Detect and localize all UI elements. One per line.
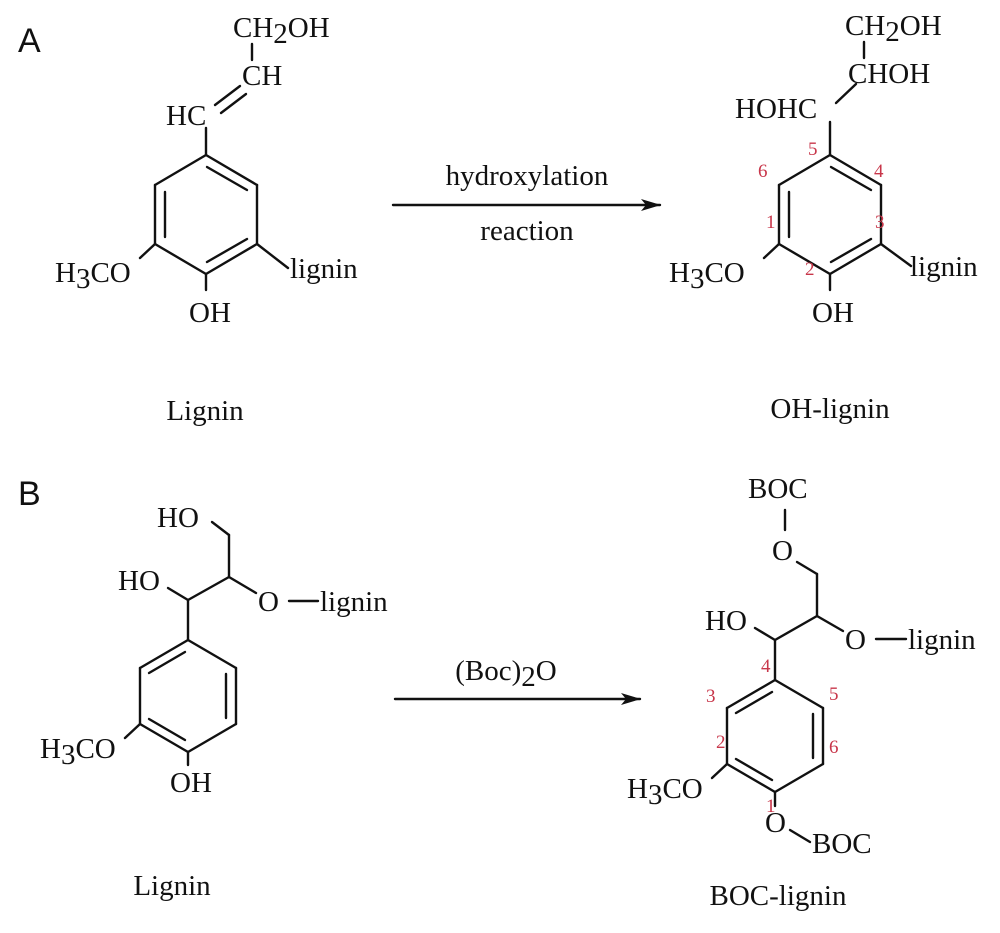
reactant-a-hc-label: HC	[166, 100, 206, 132]
product-b-position-2: 2	[716, 732, 726, 753]
reaction-b-arrow: (Boc)2O	[393, 655, 642, 705]
reactant-a-lignin-label: lignin	[290, 253, 358, 285]
reactant-a-structure: CH2OH CH HC H3CO OH lignin	[55, 12, 358, 329]
product-b-position-5: 5	[829, 684, 839, 705]
reactant-b-structure: HO HO O lignin H3CO OH	[40, 502, 388, 799]
product-a-hohc-label: HOHC	[735, 93, 817, 125]
product-b-ring	[725, 678, 825, 794]
product-a-position-3: 3	[875, 212, 885, 233]
product-a-choh-label: CHOH	[848, 58, 930, 90]
reactant-a-methoxy-label: H3CO	[55, 257, 131, 295]
reactant-b-name: Lignin	[133, 870, 211, 902]
product-b-lignin-label: lignin	[908, 624, 976, 656]
reaction-a-arrow-label-top: hydroxylation	[446, 160, 609, 192]
product-a-ring	[777, 153, 883, 276]
product-b-name: BOC-lignin	[710, 880, 847, 912]
product-b-o-bottom-label: O	[765, 807, 786, 839]
product-a-position-5: 5	[808, 139, 818, 160]
product-a-side-chain-bonds	[762, 40, 913, 292]
product-b-side-chain-bonds	[710, 508, 908, 844]
reactant-b-lignin-label: lignin	[320, 586, 388, 618]
product-a-position-1: 1	[766, 212, 776, 233]
product-a-lignin-label: lignin	[910, 251, 978, 283]
product-b-methoxy-label: H3CO	[627, 773, 703, 811]
product-a-position-2: 2	[805, 259, 815, 280]
product-b-ho-label: HO	[705, 605, 747, 637]
reactant-a-ch2oh-label: CH2OH	[233, 12, 330, 50]
reactant-b-oh-label: OH	[170, 767, 212, 799]
product-a-methoxy-label: H3CO	[669, 257, 745, 295]
panel-label-b: B	[18, 475, 41, 513]
product-a-name: OH-lignin	[770, 393, 890, 425]
product-b-position-1: 1	[766, 796, 776, 817]
reactant-a-ring	[153, 153, 259, 276]
product-b-o-label: O	[845, 624, 866, 656]
reaction-a-arrow-label-bottom: reaction	[480, 215, 574, 247]
reaction-b-arrow-label: (Boc)2O	[455, 655, 556, 693]
product-b-position-3: 3	[706, 686, 716, 707]
reactant-b-ho-top-label: HO	[157, 502, 199, 534]
reactant-b-o-label: O	[258, 586, 279, 618]
product-b-position-4: 4	[761, 656, 771, 677]
reactant-a-oh-label: OH	[189, 297, 231, 329]
product-b-structure: BOC O HO O lignin H3CO O BOC 1 2 3 4 5 6	[627, 473, 976, 860]
product-b-boc-bottom-label: BOC	[812, 828, 872, 860]
reactant-b-side-chain-bonds	[123, 520, 320, 767]
reactant-a-side-chain-bonds	[138, 42, 290, 292]
product-a-structure: CH2OH CHOH HOHC H3CO OH lignin 1 2 3 4 5…	[669, 10, 978, 329]
product-a-ch2oh-label: CH2OH	[845, 10, 942, 48]
reactant-b-ho-mid-label: HO	[118, 565, 160, 597]
product-a-position-4: 4	[874, 161, 884, 182]
product-b-o-top-label: O	[772, 535, 793, 567]
product-b-boc-top-label: BOC	[748, 473, 808, 505]
reactant-b-ring	[138, 638, 238, 754]
reactant-b-methoxy-label: H3CO	[40, 733, 116, 771]
panel-label-a: A	[18, 22, 41, 60]
reactant-a-ch-label: CH	[242, 60, 282, 92]
product-b-position-6: 6	[829, 737, 839, 758]
reaction-a-arrow: hydroxylation reaction	[391, 160, 662, 247]
product-a-oh-label: OH	[812, 297, 854, 329]
reactant-a-name: Lignin	[166, 395, 244, 427]
product-a-position-6: 6	[758, 161, 768, 182]
